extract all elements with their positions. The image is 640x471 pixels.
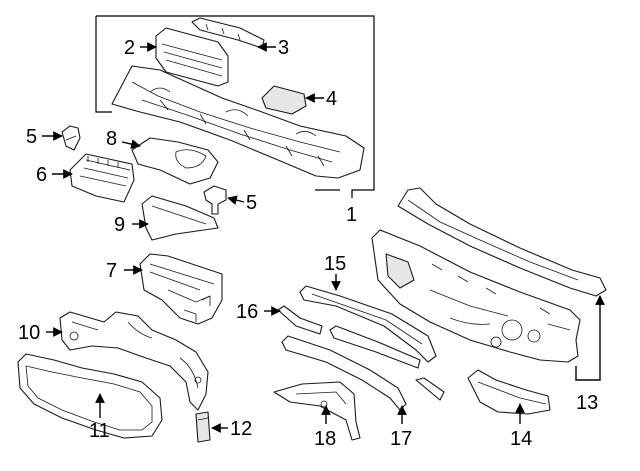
bracket-part-9	[141, 195, 219, 241]
duct-part-8	[131, 137, 219, 185]
callout-15: 15	[324, 253, 346, 275]
gasket-part-11	[17, 353, 163, 439]
callout-2: 2	[124, 37, 135, 59]
reinforcement-part-15	[299, 285, 437, 363]
plug-part-12	[195, 411, 211, 443]
callout-11: 11	[89, 420, 110, 442]
group-box-outline	[95, 15, 375, 198]
inlet-housing-part-6	[69, 153, 135, 203]
cowl-grille-part-1	[111, 65, 365, 179]
dash-panel-part-13	[371, 187, 607, 363]
callout-1: 1	[346, 204, 357, 226]
insulator-part-10	[59, 311, 209, 411]
callout-18: 18	[314, 428, 336, 450]
clip-part-5-lower	[203, 185, 227, 215]
callout-12: 12	[230, 418, 252, 440]
cover-part-4	[261, 85, 307, 115]
callout-4: 4	[326, 88, 337, 110]
callout-14: 14	[510, 428, 532, 450]
callout-5-upper: 5	[26, 126, 37, 148]
callout-13: 13	[576, 392, 598, 414]
callout-10: 10	[18, 322, 40, 344]
callout-6: 6	[36, 164, 47, 186]
clip-part-5-upper	[61, 125, 81, 151]
strap-part-16	[277, 305, 323, 335]
callout-9: 9	[114, 214, 125, 236]
callout-17: 17	[390, 428, 412, 450]
callout-8: 8	[106, 128, 117, 150]
callout-7: 7	[106, 260, 117, 282]
filter-panel-part-2	[155, 27, 229, 87]
bracket-part-14	[467, 369, 551, 415]
callout-5-lower: 5	[246, 192, 257, 214]
callout-3: 3	[278, 37, 289, 59]
callout-labels: 1 2 3 4 5 6 8 5 9 7 10 11 12 15 16 13 14…	[18, 37, 598, 450]
callout-16: 16	[236, 301, 258, 323]
reinforcement-part-17	[281, 325, 445, 411]
leader-lines	[42, 42, 605, 433]
housing-part-7	[139, 253, 223, 325]
